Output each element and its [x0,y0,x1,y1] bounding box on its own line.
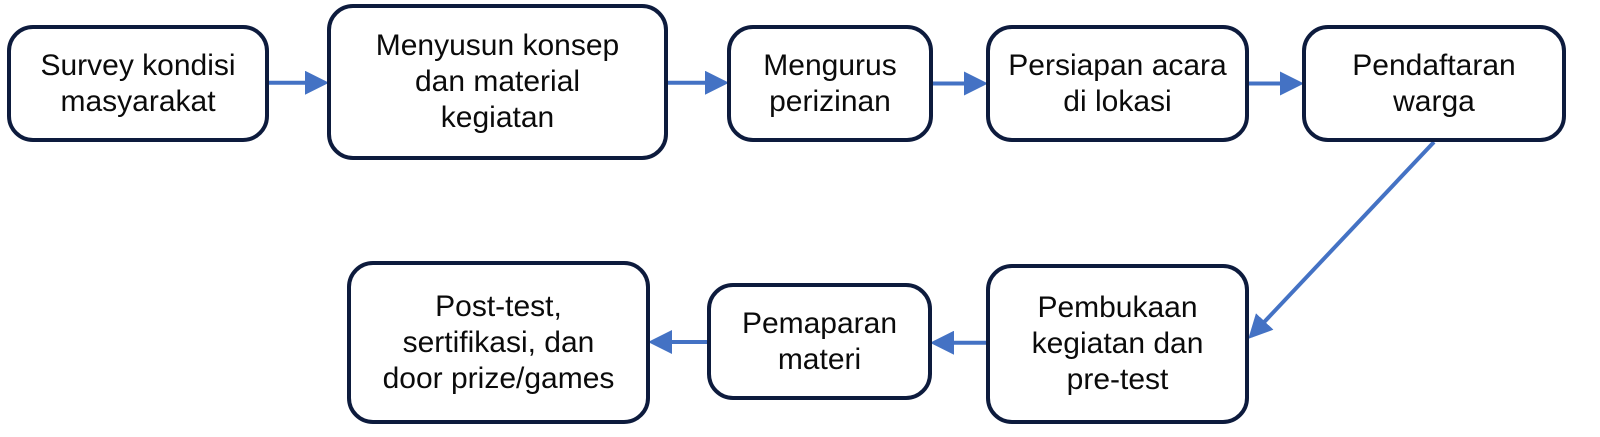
step-label: Mengurus perizinan [763,48,897,118]
step-label: Survey kondisi masyarakat [40,48,236,118]
step-label: Menyusun konsep dan material kegiatan [375,29,620,134]
step-pendaftaran-warga: Pendaftaran warga [1302,25,1566,142]
step-mengurus-perizinan: Mengurus perizinan [727,25,933,142]
step-label: Post-test, sertifikasi, dan door prize/g… [382,289,615,395]
step-label: Pembukaan kegiatan dan pre-test [1031,291,1204,396]
step-label: Pemaparan materi [741,306,898,376]
arrow-n5-to-n6 [1248,140,1436,339]
step-pembukaan-kegiatan: Pembukaan kegiatan dan pre-test [986,264,1249,424]
step-pemaparan-materi: Pemaparan materi [707,283,932,400]
step-post-test: Post-test, sertifikasi, dan door prize/g… [347,261,650,424]
step-survey-kondisi: Survey kondisi masyarakat [7,25,269,142]
step-label: Persiapan acara di lokasi [1008,48,1227,118]
step-label: Pendaftaran warga [1352,48,1516,118]
step-menyusun-konsep: Menyusun konsep dan material kegiatan [327,4,668,160]
step-persiapan-acara: Persiapan acara di lokasi [986,25,1249,142]
